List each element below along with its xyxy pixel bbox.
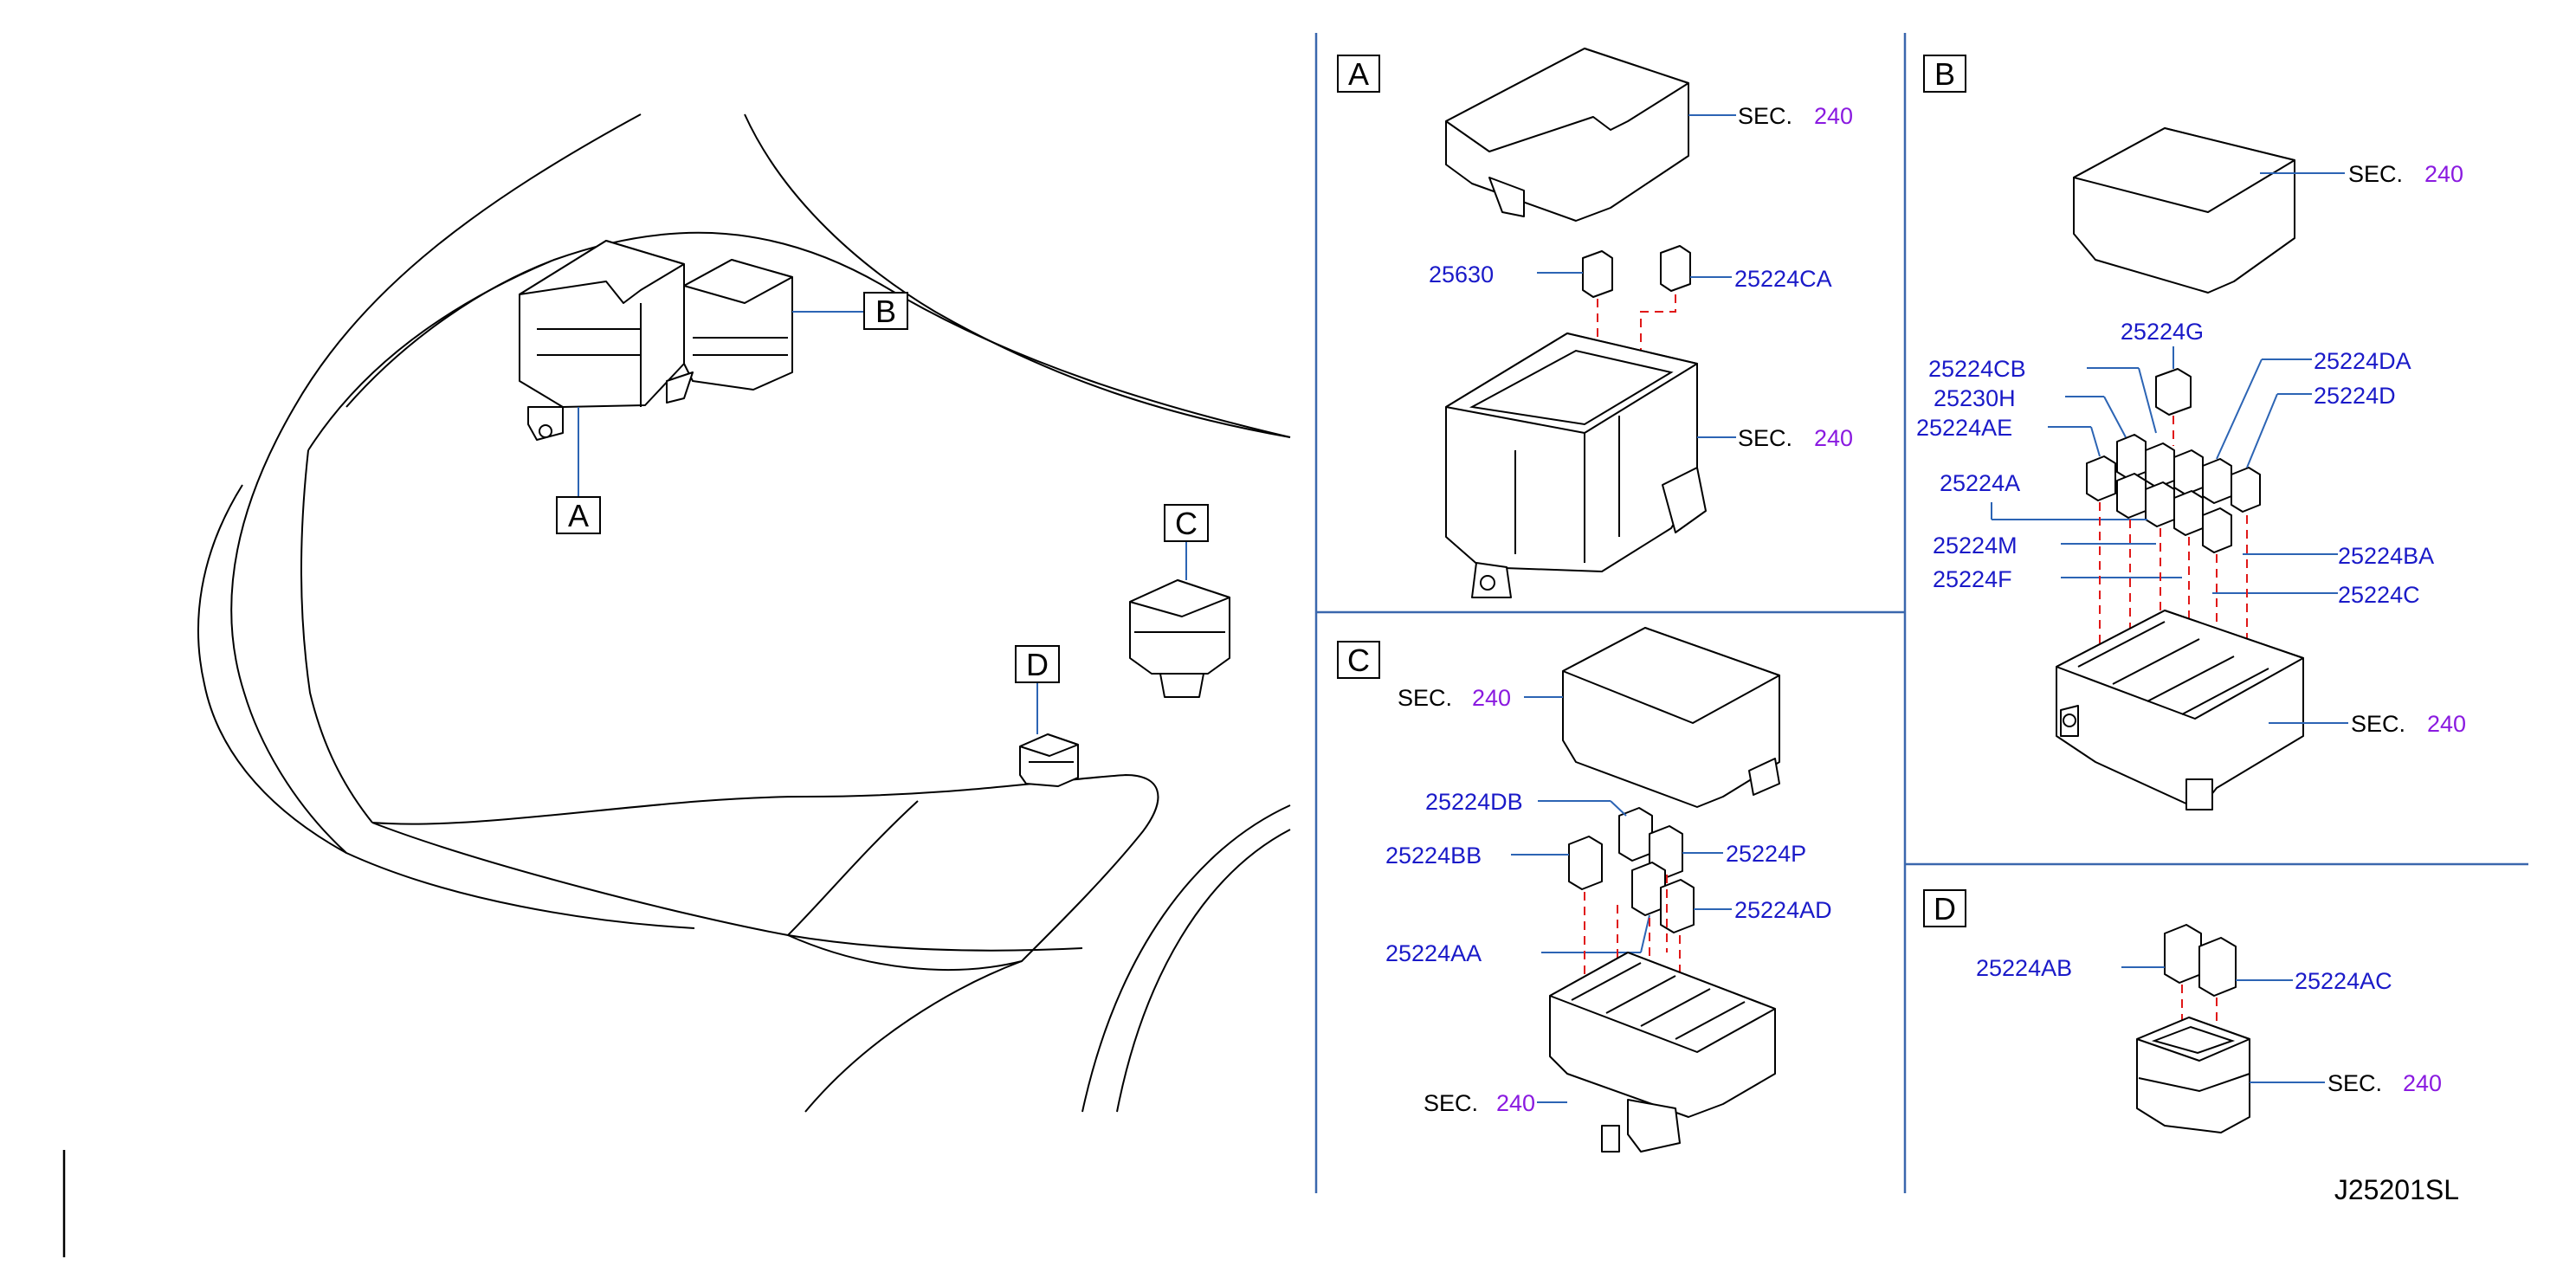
- part-25224C: 25224C: [2338, 582, 2420, 608]
- panel-d: D 25224AB 25224AC SEC. 240: [1923, 889, 2442, 1133]
- part-25224D: 25224D: [2314, 383, 2396, 409]
- panel-b: B SEC. 240 25224G 25224CB: [1916, 55, 2466, 810]
- panel-d-sec-number: 240: [2403, 1070, 2442, 1096]
- panel-b-cover-sec-label: SEC.: [2348, 161, 2403, 187]
- part-25224F: 25224F: [1933, 566, 2012, 592]
- callout-c-label: C: [1175, 506, 1198, 541]
- part-25224DA: 25224DA: [2314, 348, 2411, 374]
- callout-b: B: [792, 292, 908, 330]
- callout-d: D: [1015, 645, 1060, 734]
- panel-c-body-sec-label: SEC.: [1424, 1090, 1478, 1116]
- panel-c-cover-sec-number: 240: [1472, 685, 1511, 711]
- callout-d-label: D: [1026, 647, 1049, 682]
- part-25224AC: 25224AC: [2295, 968, 2392, 994]
- panel-b-title: B: [1934, 56, 1955, 92]
- panel-b-body-sec-number: 240: [2427, 711, 2466, 737]
- vehicle-overview: A B C D: [197, 113, 1291, 1113]
- part-25224CB: 25224CB: [1928, 356, 2026, 382]
- part-25630: 25630: [1429, 262, 1494, 287]
- part-25224AE: 25224AE: [1916, 415, 2012, 441]
- part-25224DB: 25224DB: [1425, 789, 1523, 815]
- part-25224AB: 25224AB: [1976, 955, 2072, 981]
- panel-dividers: [62, 33, 2528, 1257]
- callout-b-label: B: [875, 294, 896, 329]
- part-25224P: 25224P: [1726, 841, 1806, 867]
- diagram-code: J25201SL: [2334, 1174, 2459, 1205]
- relay-box-c-overview: [1129, 579, 1230, 698]
- relay-box-d-overview: [1019, 733, 1079, 787]
- part-25230H: 25230H: [1934, 385, 2016, 411]
- panel-b-body-sec-label: SEC.: [2351, 711, 2405, 737]
- panel-d-sec-label: SEC.: [2327, 1070, 2382, 1096]
- panel-a: A SEC. 240 25630 25224CA SEC. 240: [1337, 48, 1853, 598]
- part-25224CA: 25224CA: [1734, 266, 1832, 292]
- panel-b-relay-cluster: [2086, 434, 2261, 553]
- panel-a-cover-sec-label: SEC.: [1738, 103, 1792, 129]
- callout-a-label: A: [568, 498, 589, 533]
- part-25224M: 25224M: [1933, 533, 2018, 559]
- part-25224BA: 25224BA: [2338, 543, 2434, 569]
- panel-c: C SEC. 240 25224DB 25224BB 25224P 25224A…: [1337, 627, 1832, 1153]
- part-25224AA: 25224AA: [1385, 940, 1482, 966]
- part-25224A: 25224A: [1940, 470, 2020, 496]
- relay-box-a-overview: [519, 240, 685, 441]
- callout-c: C: [1164, 504, 1209, 580]
- callout-a: A: [556, 407, 601, 534]
- panel-c-cover-sec-label: SEC.: [1398, 685, 1452, 711]
- panel-c-title: C: [1347, 642, 1370, 678]
- panel-c-body-sec-number: 240: [1496, 1090, 1535, 1116]
- relay-box-b-overview: [666, 259, 793, 404]
- part-25224AD: 25224AD: [1734, 897, 1832, 923]
- panel-a-title: A: [1348, 56, 1369, 92]
- part-25224BB: 25224BB: [1385, 843, 1482, 869]
- panel-a-cover-sec-number: 240: [1814, 103, 1853, 129]
- part-25224G: 25224G: [2121, 319, 2204, 345]
- panel-a-body-sec-label: SEC.: [1738, 425, 1792, 451]
- panel-d-title: D: [1934, 891, 1956, 927]
- panel-b-cover-sec-number: 240: [2424, 161, 2463, 187]
- panel-a-body-sec-number: 240: [1814, 425, 1853, 451]
